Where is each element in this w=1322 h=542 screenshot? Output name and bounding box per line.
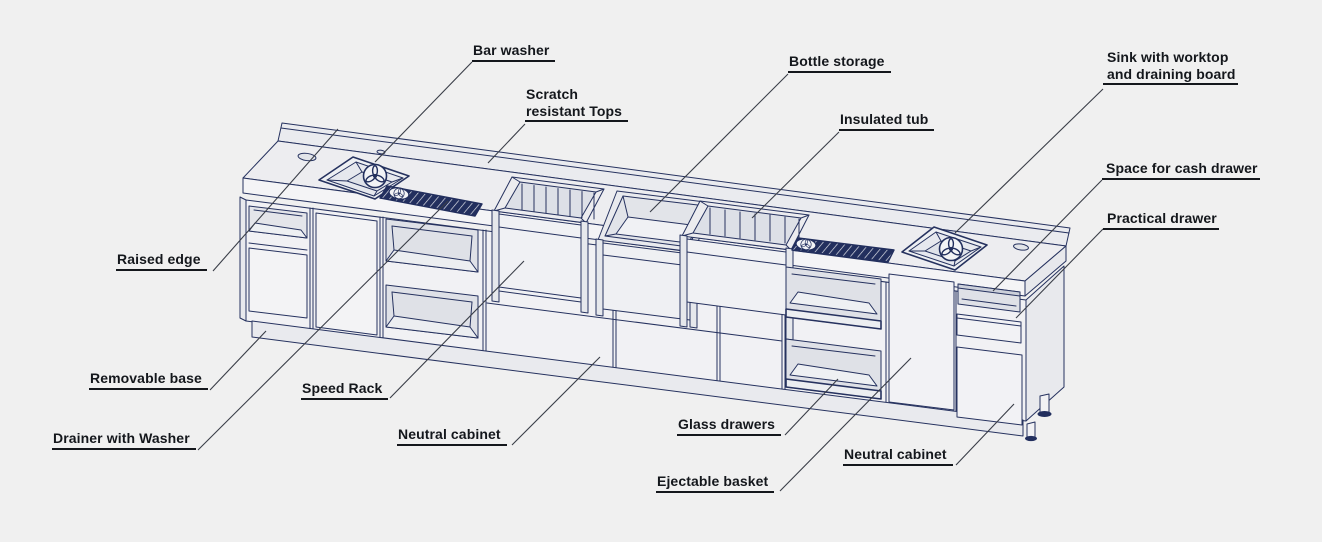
leader-neutral-cabinet-right xyxy=(955,403,1015,466)
leader-bottle-storage xyxy=(649,73,789,213)
label-sink-with-worktop: Sink with worktop and draining board xyxy=(1103,49,1238,85)
glass-drawers-unit xyxy=(785,266,882,400)
removable-base-plinth xyxy=(251,320,1024,437)
speed-rack-unit xyxy=(491,176,605,314)
leader-lines xyxy=(197,61,1104,492)
leader-cash-drawer xyxy=(992,179,1103,292)
leader-neutral-cabinet-left xyxy=(511,356,601,446)
label-scratch-resistant-tops: Scratch resistant Tops xyxy=(525,86,629,122)
leader-ejectable-basket xyxy=(779,357,912,492)
label-glass-drawers: Glass drawers xyxy=(677,416,782,436)
label-space-for-cash-drawer: Space for cash drawer xyxy=(1102,160,1260,180)
label-bottle-storage: Bottle storage xyxy=(788,53,891,73)
open-shelves xyxy=(385,218,479,339)
sink-right xyxy=(901,226,988,271)
label-neutral-cabinet-right: Neutral cabinet xyxy=(843,446,953,466)
leader-speed-rack xyxy=(389,260,525,399)
label-bar-washer: Bar washer xyxy=(472,42,556,62)
label-drainer-with-washer: Drainer with Washer xyxy=(52,430,196,450)
leader-bar-washer xyxy=(374,61,473,163)
leader-raised-edge xyxy=(212,128,339,272)
leader-practical-drawer xyxy=(1015,228,1104,319)
leader-scratch-tops xyxy=(487,123,526,164)
label-speed-rack: Speed Rack xyxy=(301,380,389,400)
label-removable-base: Removable base xyxy=(89,370,208,390)
bar-washer-icon-right xyxy=(938,236,964,262)
adjustable-feet xyxy=(1025,393,1052,442)
leader-drainer-with-washer xyxy=(197,200,449,451)
label-ejectable-basket: Ejectable basket xyxy=(656,473,775,493)
drainer-right xyxy=(791,237,895,263)
leader-removable-base xyxy=(209,330,267,391)
leader-insulated-tub xyxy=(751,131,840,219)
neutral-cabinet-door-right xyxy=(888,273,955,411)
left-open-compartment xyxy=(248,205,308,319)
drainer-left xyxy=(379,185,483,217)
label-practical-drawer: Practical drawer xyxy=(1103,210,1219,230)
leader-sink-with-worktop xyxy=(954,88,1104,234)
label-insulated-tub: Insulated tub xyxy=(839,111,935,131)
cabinet-door-left xyxy=(315,212,378,336)
bar-washer-icon-left xyxy=(362,163,388,189)
speed-rack-rods xyxy=(521,183,595,220)
worktop-hole-right xyxy=(1013,243,1029,251)
cash-drawer-space xyxy=(957,283,1021,313)
cabinet-door-bottom-right xyxy=(956,346,1023,426)
leader-glass-drawers xyxy=(784,378,839,436)
label-raised-edge: Raised edge xyxy=(116,251,207,271)
practical-drawer-panel xyxy=(956,313,1022,344)
label-neutral-cabinet-left: Neutral cabinet xyxy=(397,426,507,446)
